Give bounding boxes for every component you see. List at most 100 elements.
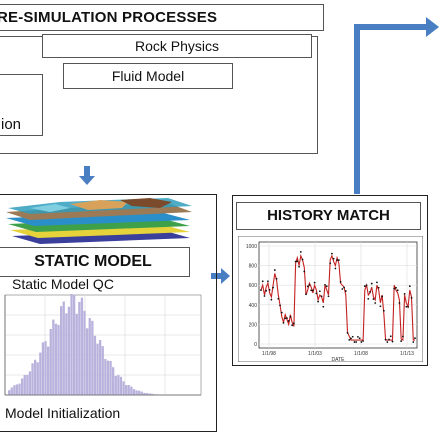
observed-point [313,281,316,284]
histogram-bar [73,294,76,395]
static-model-title-box: STATIC MODEL [0,247,190,277]
observed-point [405,305,408,308]
observed-point [360,341,363,343]
histogram-bar [132,389,136,395]
histogram-bar [65,313,68,395]
observed-point [389,335,392,338]
observed-point [306,285,309,288]
histogram-bar [62,301,65,395]
observed-point [372,298,375,300]
observed-point [341,288,344,290]
histogram-bar [114,375,117,395]
elbow-arrow-icon [354,17,439,194]
observed-point [344,290,347,292]
observed-point [291,324,294,327]
histogram-bar [21,378,24,395]
observed-point [324,284,326,286]
observed-point [332,257,335,260]
observed-point [346,332,349,334]
observed-point [263,295,266,297]
observed-point [407,305,409,308]
observed-point [315,292,318,295]
observed-point [320,295,323,298]
observed-point [408,285,411,288]
histogram-bar [140,391,143,395]
histogram-bar [23,375,26,395]
observed-point [365,284,368,287]
observed-point [412,341,415,343]
histogram-bar [67,306,71,395]
observed-point [386,341,389,343]
y-tick-label: 0 [254,342,257,348]
observed-point [275,277,278,280]
histogram-bar [60,306,63,395]
reservoir-model-image [6,198,192,244]
histogram-bar [70,294,73,395]
observed-point [339,281,342,283]
observed-point [296,260,299,263]
observed-point [286,317,288,319]
histogram-bar [78,301,81,395]
observed-point [367,297,370,300]
observed-point [325,285,328,288]
observed-point [362,340,364,342]
static-model-title: STATIC MODEL [34,253,152,270]
histogram-bar [57,324,60,395]
histogram-bar [86,328,89,395]
histogram-bar [8,390,11,395]
observed-point [294,260,297,263]
histogram-bar [36,362,39,395]
observed-point [298,265,300,268]
observed-point [282,321,285,324]
observed-point [318,290,321,293]
model-initialization-label: Model Initialization [5,405,121,421]
histogram-bar [99,340,102,395]
down-arrow-icon [79,166,95,185]
histogram-bar [135,390,138,395]
histogram-bar [54,323,58,395]
observed-point [289,315,292,318]
observed-point [377,286,380,289]
observed-point [267,280,269,283]
fluid-model-box: Fluid Model [63,63,233,89]
observed-point [336,259,339,261]
x-axis-label: DATE [332,357,346,362]
rock-physics-label: Rock Physics [134,38,220,54]
observed-point [391,340,394,343]
static-model-frame [0,194,217,432]
histogram-bar [83,310,86,395]
observed-point [356,335,359,338]
observed-rate-points [260,251,416,343]
y-tick-label: 200 [249,322,258,328]
histogram-bar [143,392,146,395]
y-tick-label: 600 [249,283,258,289]
histogram-bar [47,346,50,395]
observed-point [261,280,264,283]
partial-process-box: ion [0,74,43,136]
x-tick-label: 1/1/98 [262,351,276,357]
x-tick-label: 1/1/03 [308,351,322,357]
observed-point [317,300,320,303]
observed-point [292,322,295,325]
histogram-bar [41,342,45,395]
observed-point [329,262,332,265]
observed-point [388,338,390,341]
histogram-bar [127,385,130,395]
observed-point [334,267,337,270]
histogram-bar [106,360,110,395]
pre-simulation-title: RE-SIMULATION PROCESSES [0,9,218,26]
observed-point [268,289,271,291]
observed-point [400,340,403,342]
observed-point [348,338,351,341]
observed-point [393,287,396,290]
observed-point [273,269,276,271]
histogram-bar [28,371,32,395]
histogram-bar [88,318,91,395]
static-model-qc-label: Static Model QC [12,276,114,292]
histogram-bar [104,358,107,395]
histogram-bar [18,383,21,395]
observed-point [414,337,416,340]
histogram-bar [13,385,16,395]
